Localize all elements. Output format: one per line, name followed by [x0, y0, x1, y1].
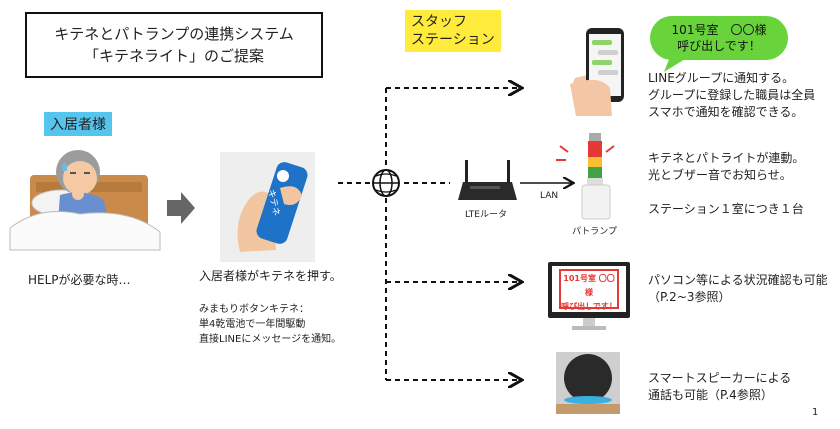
lte-router-icon [458, 160, 517, 200]
staff-tag: スタッフ ステーション [405, 10, 501, 52]
staff-tag-line1: スタッフ [411, 14, 467, 30]
title-line2: 「キテネライト」のご提案 [83, 47, 264, 65]
hand-with-kitene-device-illustration [220, 152, 315, 262]
monitor-line1: 101号室 〇〇様 [563, 274, 615, 297]
notification-bubble: 101号室 〇〇様 呼び出しです！ [650, 16, 788, 60]
flow-arrow-icon [167, 192, 195, 224]
resident-tag: 入居者様 [44, 112, 112, 136]
monitor-icon [548, 262, 630, 330]
speaker-description: スマートスピーカーによる 通話も可能（P.4参照） [648, 370, 791, 404]
line-description: LINEグループに通知する。 グループに登録した職員は全員 スマホで通知を確認で… [648, 70, 815, 121]
lamp-desc-line: キテネとパトライトが連動。 [648, 151, 805, 165]
pc-description: パソコン等による状況確認も可能 （P.2~3参照） [648, 272, 828, 306]
staff-tag-line2: ステーション [411, 32, 495, 48]
page-number: 1 [812, 407, 819, 418]
line-desc-line: LINEグループに通知する。 [648, 71, 795, 85]
title-line1: キテネとパトランプの連携システム [54, 25, 294, 43]
line-desc-line: スマホで通知を確認できる。 [648, 105, 804, 119]
press-caption: 入居者様がキテネを押す。 [199, 269, 342, 283]
pc-desc-line: パソコン等による状況確認も可能 [648, 273, 828, 287]
patlamp-icon [556, 133, 615, 220]
lan-label: LAN [540, 191, 559, 201]
lamp-desc-line [648, 184, 804, 201]
smartphone-in-hand-illustration [570, 28, 624, 116]
globe-icon [372, 169, 400, 197]
lamp-desc-line: 光とブザー音でお知らせ。 [648, 168, 792, 182]
pc-desc-line: （P.2~3参照） [648, 290, 731, 304]
device-desc-line: 単4乾電池で一年間駆動 [199, 319, 306, 330]
smart-speaker-icon [556, 352, 620, 414]
speaker-desc-line: 通話も可能（P.4参照） [648, 388, 773, 402]
device-desc-line: 直接LINEにメッセージを通知。 [199, 334, 342, 345]
patlamp-description: キテネとパトライトが連動。 光とブザー音でお知らせ。 ステーション１室につき１台 [648, 150, 804, 218]
patlamp-label: パトランプ [572, 227, 618, 237]
elderly-in-bed-illustration [9, 150, 161, 251]
line-desc-line: グループに登録した職員は全員 [648, 88, 816, 102]
router-label: LTEルータ [465, 210, 507, 220]
device-description: みまもりボタンキテネ： 単4乾電池で一年間駆動 直接LINEにメッセージを通知。 [199, 302, 341, 347]
lamp-desc-line: ステーション１室につき１台 [648, 202, 804, 216]
resident-caption: HELPが必要な時… [28, 273, 131, 287]
bubble-line2: 呼び出しです！ [677, 39, 761, 53]
bubble-line1: 101号室 〇〇様 [671, 23, 767, 37]
device-desc-line: みまもりボタンキテネ： [199, 304, 309, 315]
monitor-line2: 呼び出しです！ [561, 302, 617, 311]
monitor-screen-text: 101号室 〇〇様 呼び出しです！ [560, 272, 618, 314]
title-box: キテネとパトランプの連携システム 「キテネライト」のご提案 [25, 12, 323, 78]
speaker-desc-line: スマートスピーカーによる [648, 371, 792, 385]
